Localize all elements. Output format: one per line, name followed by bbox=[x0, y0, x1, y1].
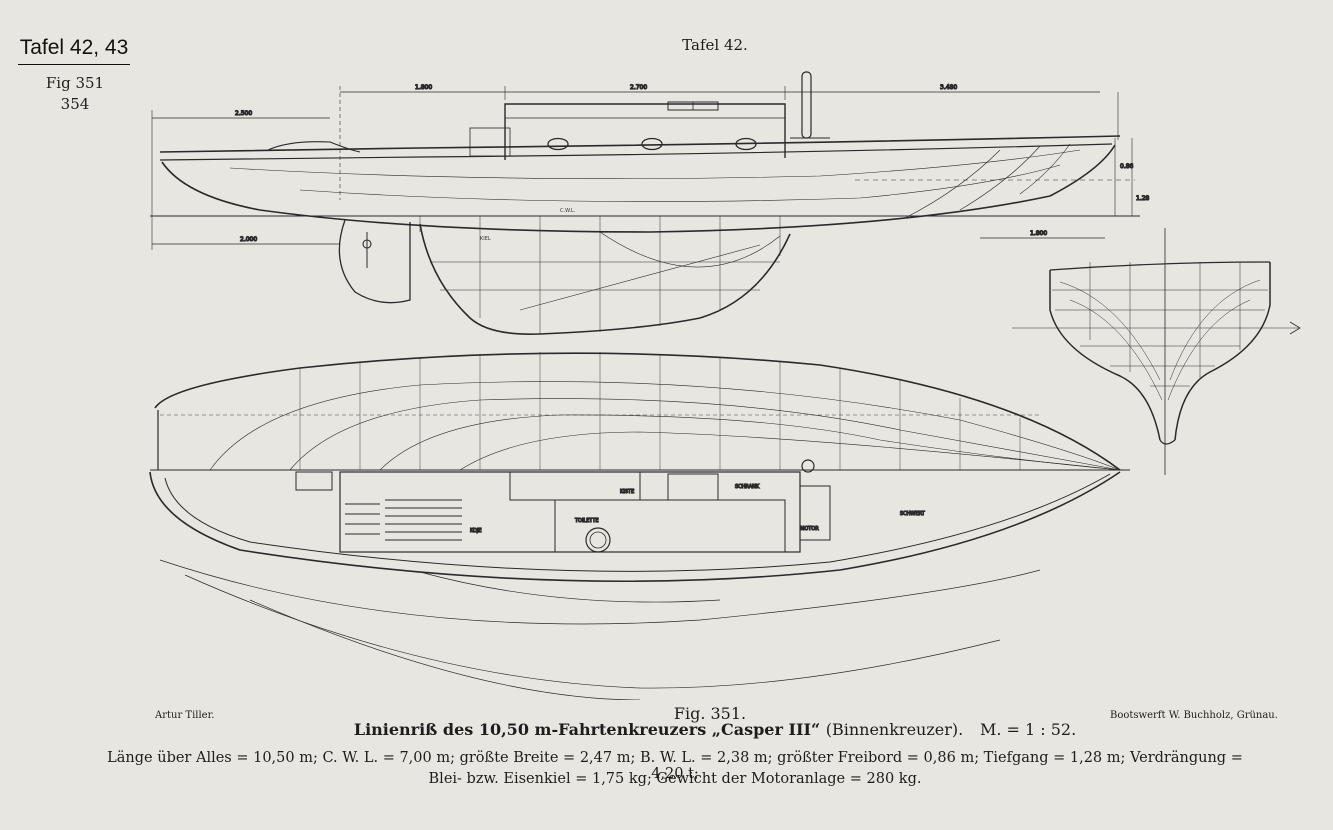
dimension-label: 2.000 bbox=[240, 236, 257, 243]
lines-plan-drawing: C.W.L. KIEL bbox=[149, 71, 1301, 700]
body-plan-view bbox=[1012, 228, 1301, 475]
designer-credit: Artur Tiller. bbox=[155, 710, 215, 721]
caption-title: Linienriß des 10,50 m-Fahrtenkreuzers „C… bbox=[353, 720, 821, 739]
dimension-label: 0.86 bbox=[1120, 163, 1134, 170]
plan-view: KISTE TOILETTE SCHRANK KOJE MOTOR SCHWER… bbox=[149, 352, 1130, 700]
plan-label-koje: KOJE bbox=[470, 528, 482, 534]
figure-range-start: Fig 351 bbox=[45, 74, 105, 92]
plan-label-kiste: KISTE bbox=[620, 489, 634, 495]
figure-number: Fig. 351. bbox=[673, 704, 747, 723]
plate-title: Tafel 42. bbox=[682, 36, 748, 54]
svg-text:C.W.L.: C.W.L. bbox=[560, 208, 576, 214]
dimension-label: 2.500 bbox=[235, 110, 252, 117]
dimension-label: 2.700 bbox=[630, 84, 647, 91]
caption-subtitle: (Binnenkreuzer). bbox=[825, 720, 964, 739]
dimension-label: 3.480 bbox=[940, 84, 957, 91]
plan-label-schrank: SCHRANK bbox=[735, 484, 760, 490]
plate-reference-title: Tafel 42, 43 bbox=[18, 36, 130, 65]
side-profile-view: C.W.L. KIEL bbox=[150, 71, 1140, 335]
svg-text:KIEL: KIEL bbox=[480, 236, 491, 242]
plan-label-schwert: SCHWERT bbox=[900, 511, 926, 517]
figure-caption: Linienriß des 10,50 m-Fahrtenkreuzers „C… bbox=[300, 720, 1130, 739]
specifications-line-1: Länge über Alles = 10,50 m; C. W. L. = 7… bbox=[107, 750, 1243, 782]
shipyard-credit: Bootswerft W. Buchholz, Grünau. bbox=[1110, 710, 1278, 721]
specifications-line-2: Blei- bzw. Eisenkiel = 1,75 kg; Gewicht … bbox=[428, 771, 922, 787]
dimension-label: 1.800 bbox=[415, 84, 432, 91]
dimension-label: 1.28 bbox=[1136, 195, 1150, 202]
caption-scale: M. = 1 : 52. bbox=[979, 720, 1077, 739]
plan-label-toilette: TOILETTE bbox=[574, 518, 599, 524]
figure-range-end: 354 bbox=[60, 95, 90, 113]
dimension-label: 1.800 bbox=[1030, 230, 1047, 237]
plan-label-motor: MOTOR bbox=[800, 526, 819, 532]
